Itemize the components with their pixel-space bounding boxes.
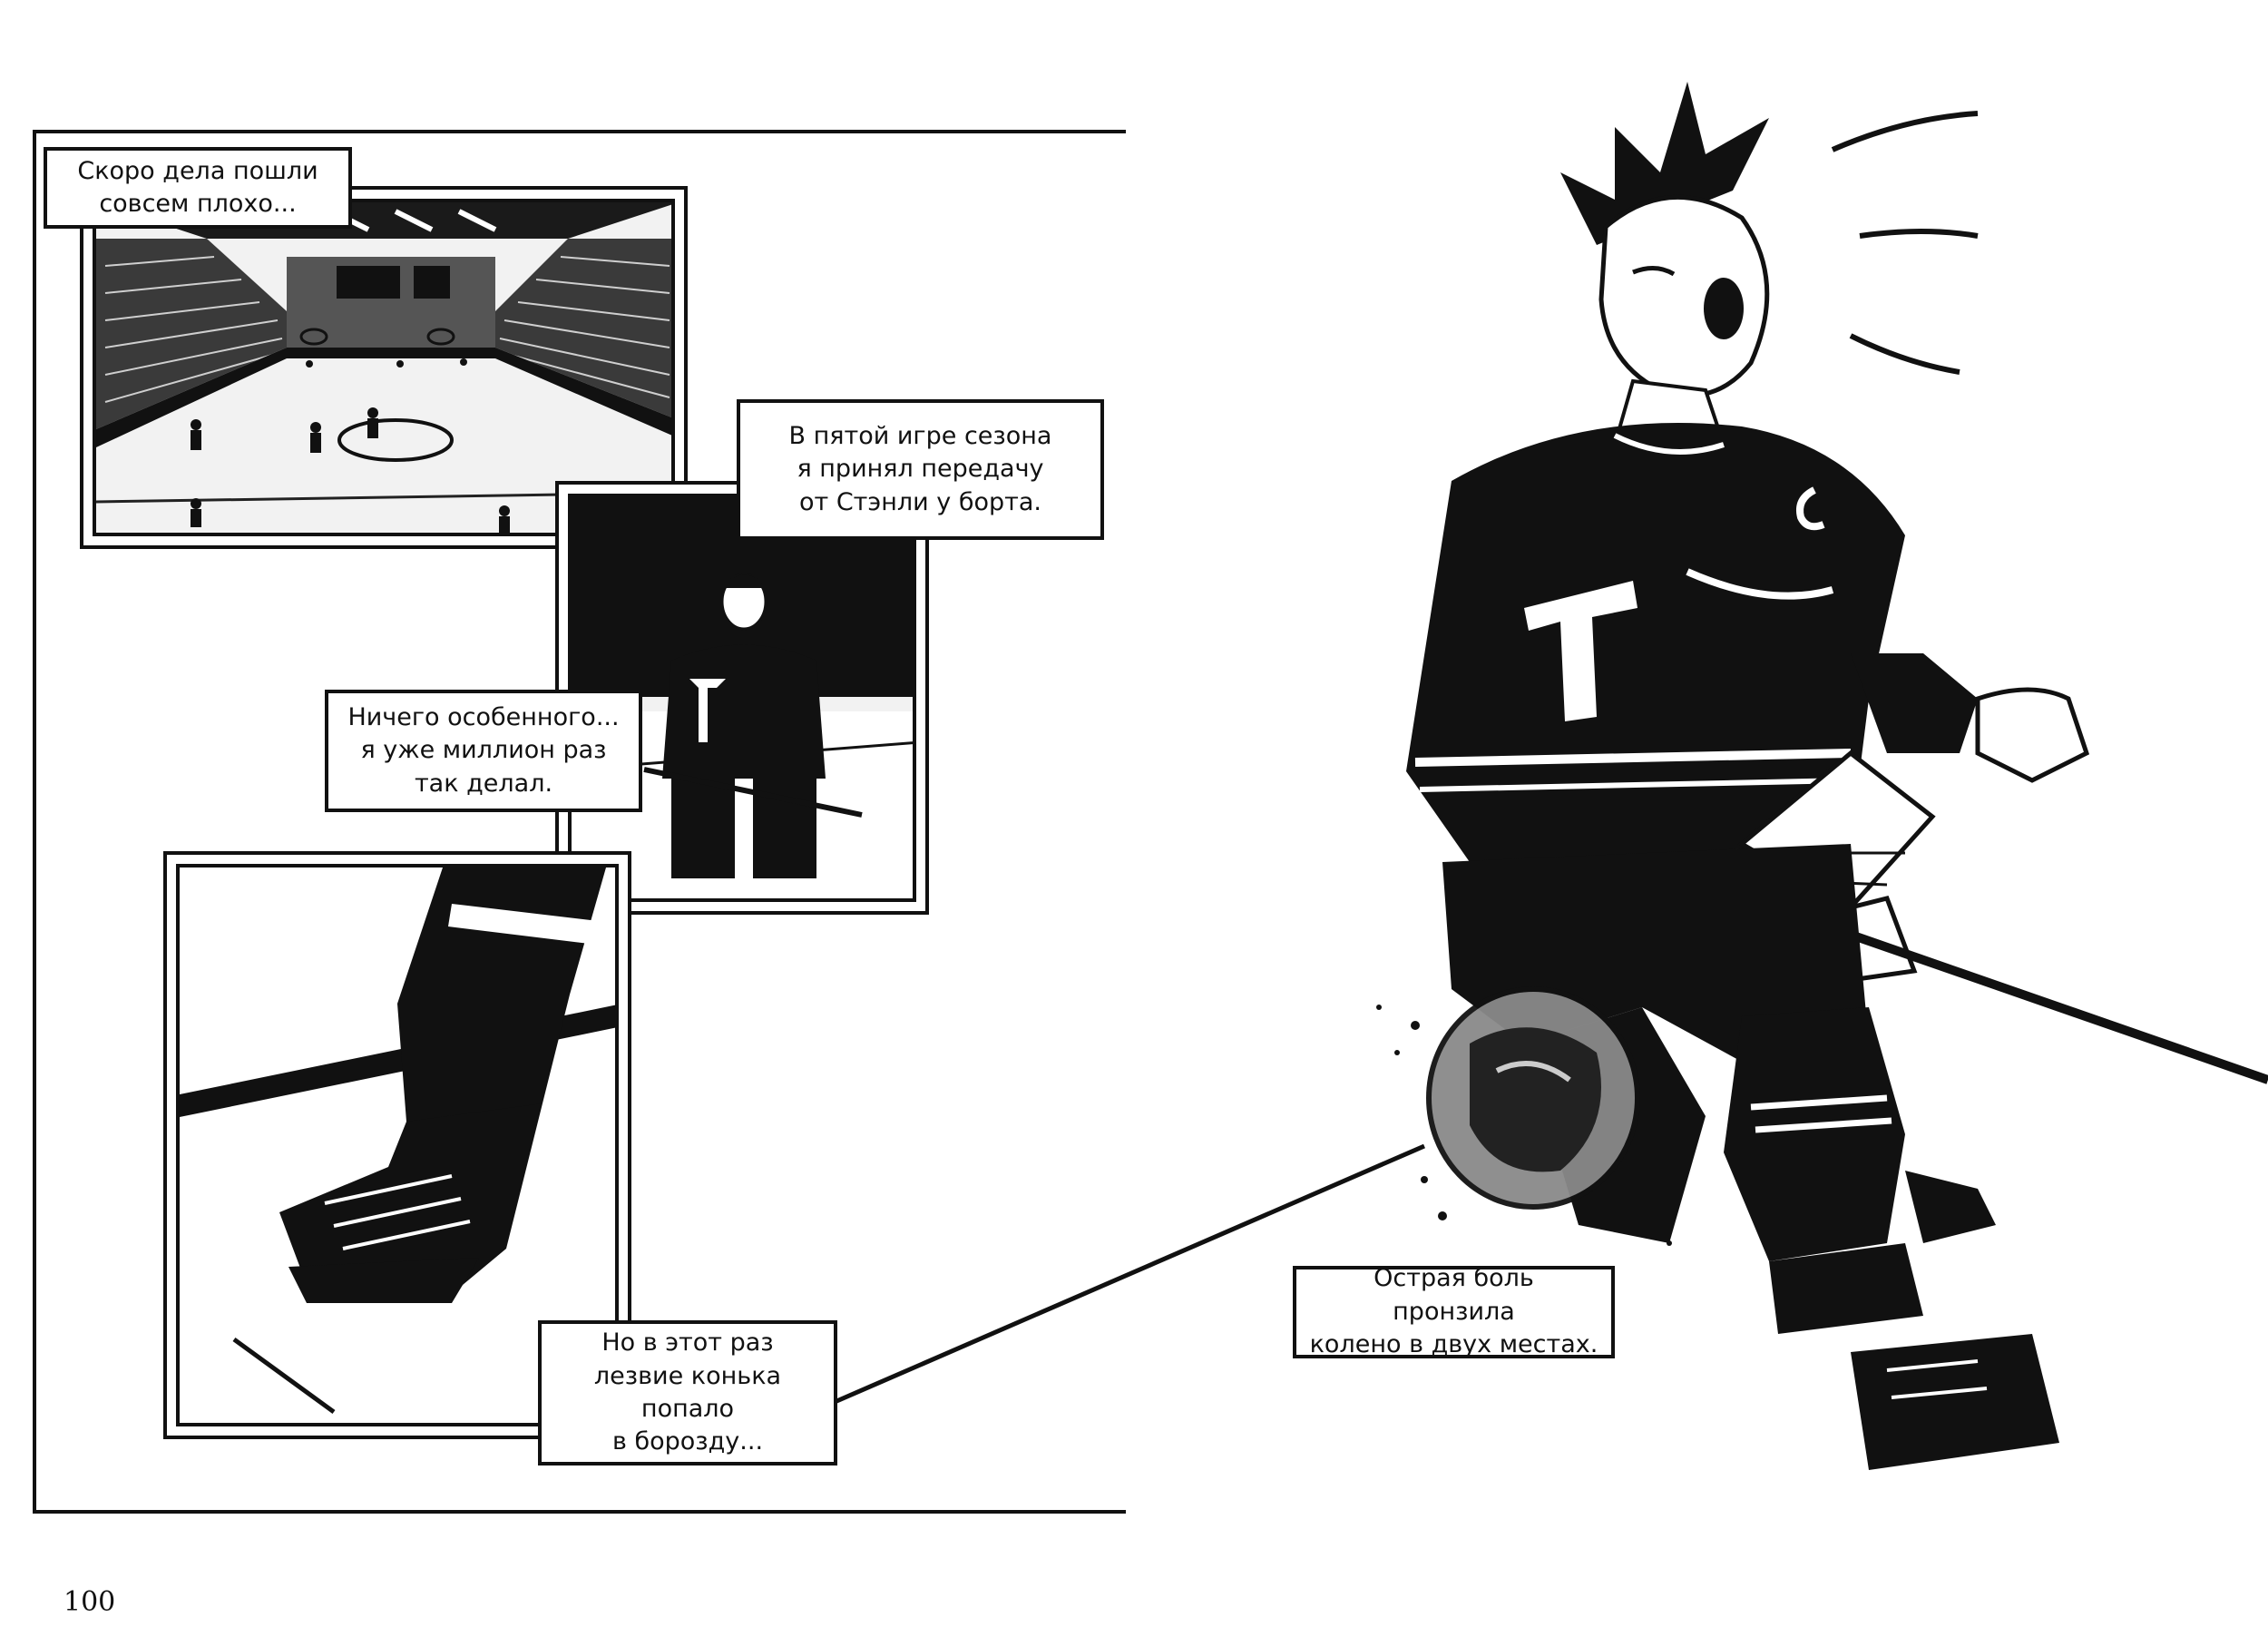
caption-1: Скоро дела пошли совсем плохо... xyxy=(44,147,352,229)
hero-hockey-player xyxy=(1376,82,2268,1470)
caption-2: В пятой игре сезона я принял передачу от… xyxy=(737,399,1104,540)
panel-arena-art xyxy=(93,199,675,536)
caption-5: Острая боль пронзила колено в двух места… xyxy=(1293,1264,1615,1358)
left-page-left-rule xyxy=(33,130,36,1514)
page-number: 100 xyxy=(64,1586,116,1618)
caption-4: Но в этот раз лезвие конька попало в бор… xyxy=(538,1320,837,1465)
panel-arena xyxy=(80,186,688,549)
caption-3: Ничего особенного... я уже миллион раз т… xyxy=(325,690,642,812)
left-page-top-rule xyxy=(33,130,1126,133)
left-page-bottom-rule xyxy=(33,1510,1126,1514)
